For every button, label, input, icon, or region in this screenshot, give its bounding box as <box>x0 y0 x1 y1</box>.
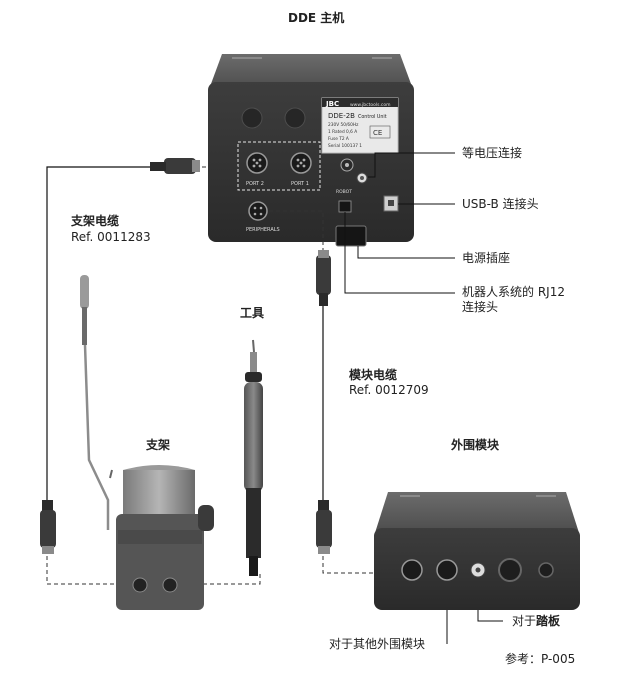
stand-cable-ref: Ref. 0011283 <box>71 230 151 244</box>
peripheral-module-label: 外围模块 <box>451 438 500 452</box>
brand-logo: JBC <box>325 100 339 108</box>
rating-label <box>321 97 399 154</box>
port-1-label: PORT 1 <box>291 181 309 187</box>
pedal-label: 对于踏板 <box>512 614 560 629</box>
spec-line-4: Serial 100137 1 <box>328 143 362 149</box>
other-modules-label: 对于其他外围模块 <box>329 637 426 651</box>
power-label: 电源插座 <box>462 251 511 265</box>
peripherals-label: PERIPHERALS <box>246 227 280 233</box>
stand-cable-name: 支架电缆 <box>71 214 120 228</box>
port-2-connector <box>246 152 268 174</box>
ports-frame <box>237 141 321 191</box>
equipotential-connector <box>340 158 368 184</box>
stand-cable-plug-bottom <box>40 500 56 554</box>
control-unit: JBC www.jbctools.com DDE-2B Control Unit… <box>208 54 414 247</box>
pedal-label-prefix: 对于 <box>512 614 537 628</box>
equipotential-callout <box>368 152 455 178</box>
stand <box>80 275 214 610</box>
robot-rj12-port <box>338 200 352 213</box>
spec-line-1: 230V 50/60Hz <box>328 122 359 128</box>
module-cable-plug-top <box>316 250 331 306</box>
module-cable-name: 模块电缆 <box>349 368 398 382</box>
model-text: DDE-2B <box>328 112 355 120</box>
module-cable-ref: Ref. 0012709 <box>349 383 429 397</box>
power-socket <box>335 225 367 247</box>
port-1-connector <box>290 152 312 174</box>
model-desc-text: Control Unit <box>358 114 387 120</box>
module-connector-1 <box>401 559 423 581</box>
peripheral-module <box>374 492 580 610</box>
rj12-label-line2: 连接头 <box>462 300 499 314</box>
equipotential-label: 等电压连接 <box>462 146 523 160</box>
rj12-label-line1: 机器人系统的 RJ12 <box>462 285 565 299</box>
stand-label: 支架 <box>146 438 171 452</box>
svg-text:CE: CE <box>373 129 382 137</box>
stand-cable-line <box>46 166 199 505</box>
pedal-ref: 参考：P-005 <box>505 652 576 666</box>
module-cable-plug-bottom <box>316 500 332 554</box>
spec-line-2: 1 Rated 0,6 A <box>328 129 357 135</box>
tool-label: 工具 <box>240 306 265 320</box>
usb-label: USB-B 连接头 <box>462 197 539 211</box>
website-text: www.jbctools.com <box>350 102 391 108</box>
rj12-callout <box>344 212 455 294</box>
peripherals-connector <box>248 201 268 221</box>
stand-cable-plug-top <box>150 158 200 174</box>
port-2-label: PORT 2 <box>246 181 264 187</box>
soldering-tool <box>244 339 263 576</box>
pedal-label-bold: 踏板 <box>536 614 561 628</box>
robot-label: ROBOT <box>336 189 352 195</box>
module-connector-2 <box>436 559 458 581</box>
diagram-title: DDE 主机 <box>288 11 345 25</box>
spec-line-3: Fuse T2 A <box>328 136 349 142</box>
power-callout <box>357 246 455 259</box>
